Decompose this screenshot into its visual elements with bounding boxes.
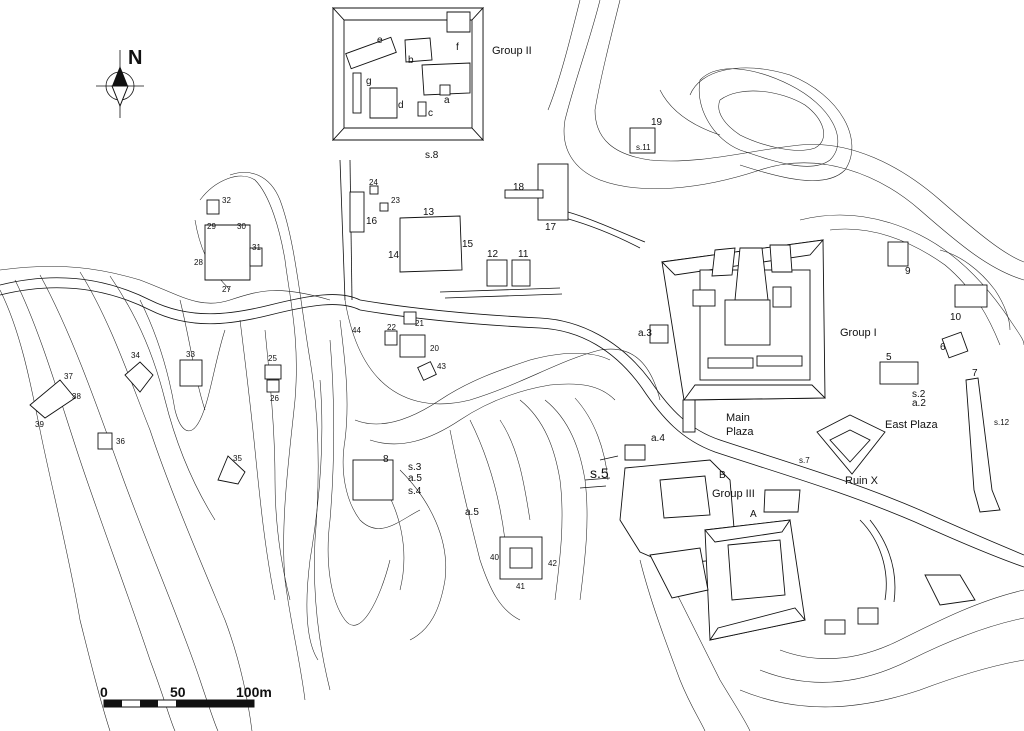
north-arrow: N bbox=[96, 47, 144, 118]
label-d: d bbox=[398, 100, 404, 111]
label-s2: s.2 bbox=[912, 389, 926, 400]
label-20: 20 bbox=[430, 344, 439, 353]
label-6: 6 bbox=[940, 342, 946, 353]
east-structures bbox=[824, 241, 1001, 635]
scale-0: 0 bbox=[100, 684, 108, 700]
label-40: 40 bbox=[490, 553, 499, 562]
label-A: A bbox=[750, 509, 757, 520]
group-iii bbox=[619, 444, 806, 641]
label-31: 31 bbox=[252, 243, 261, 252]
label-s3: s.3 bbox=[408, 462, 422, 473]
label-s7: s.7 bbox=[799, 456, 810, 465]
label-a5-lower: a.5 bbox=[465, 507, 479, 518]
label-43: 43 bbox=[437, 362, 446, 371]
main-plaza-label-1: Main bbox=[726, 412, 750, 424]
label-26: 26 bbox=[270, 394, 279, 403]
label-s11: s.11 bbox=[636, 143, 651, 152]
other-structures bbox=[29, 127, 669, 580]
east-plaza-label: East Plaza bbox=[885, 419, 938, 431]
label-s5: s.5 bbox=[590, 465, 609, 481]
label-12: 12 bbox=[487, 249, 499, 260]
label-25: 25 bbox=[268, 354, 277, 363]
label-a4: a.4 bbox=[651, 433, 665, 444]
ruin-x-label: Ruin X bbox=[845, 475, 879, 487]
north-label: N bbox=[128, 47, 142, 69]
group-ii-label: Group II bbox=[492, 45, 532, 57]
label-16: 16 bbox=[366, 216, 378, 227]
label-7: 7 bbox=[972, 368, 978, 379]
label-28: 28 bbox=[194, 258, 203, 267]
label-11: 11 bbox=[518, 249, 529, 260]
label-8: 8 bbox=[383, 454, 389, 465]
group-i-label: Group I bbox=[840, 327, 877, 339]
label-42: 42 bbox=[548, 559, 557, 568]
label-9: 9 bbox=[905, 266, 911, 277]
group-ii bbox=[331, 6, 485, 142]
area-labels: Group II Group I Group III Main Plaza Ea… bbox=[492, 45, 938, 500]
label-s8: s.8 bbox=[425, 150, 439, 161]
label-a5: a.5 bbox=[408, 473, 422, 484]
label-s12: s.12 bbox=[994, 418, 1010, 427]
label-5: 5 bbox=[886, 352, 892, 363]
label-13: 13 bbox=[423, 207, 435, 218]
roads bbox=[0, 159, 1024, 603]
label-17: 17 bbox=[545, 222, 557, 233]
label-e: e bbox=[377, 35, 383, 46]
label-21: 21 bbox=[415, 319, 424, 328]
label-B: B bbox=[719, 470, 726, 481]
label-30: 30 bbox=[237, 222, 246, 231]
label-41: 41 bbox=[516, 582, 525, 591]
label-18: 18 bbox=[513, 182, 525, 193]
label-s4: s.4 bbox=[408, 486, 422, 497]
label-f: f bbox=[456, 42, 459, 53]
scale-50: 50 bbox=[170, 684, 186, 700]
label-32: 32 bbox=[222, 196, 231, 205]
label-27: 27 bbox=[222, 285, 231, 294]
label-35: 35 bbox=[233, 454, 242, 463]
label-22: 22 bbox=[387, 323, 396, 332]
group-iii-label: Group III bbox=[712, 488, 755, 500]
label-b: b bbox=[408, 55, 414, 66]
label-38: 38 bbox=[72, 392, 81, 401]
label-23: 23 bbox=[391, 196, 400, 205]
label-15: 15 bbox=[462, 239, 474, 250]
label-29: 29 bbox=[207, 222, 216, 231]
label-36: 36 bbox=[116, 437, 125, 446]
label-34: 34 bbox=[131, 351, 140, 360]
label-a3: a.3 bbox=[638, 328, 652, 339]
main-plaza-label-2: Plaza bbox=[726, 426, 754, 438]
label-33: 33 bbox=[186, 350, 195, 359]
structure-labels: e b f g d a c 19 s.11 s.8 18 17 32 29 30… bbox=[35, 35, 1010, 591]
label-a: a bbox=[444, 95, 450, 106]
label-c: c bbox=[428, 108, 433, 119]
label-10: 10 bbox=[950, 312, 962, 323]
label-19: 19 bbox=[651, 117, 663, 128]
label-37: 37 bbox=[64, 372, 73, 381]
group-i bbox=[661, 239, 827, 433]
label-g: g bbox=[366, 76, 372, 87]
label-a2: a.2 bbox=[912, 398, 926, 409]
label-44: 44 bbox=[352, 326, 361, 335]
scale-100: 100m bbox=[236, 684, 272, 700]
ruin-x bbox=[816, 414, 886, 475]
label-14: 14 bbox=[388, 250, 400, 261]
label-24: 24 bbox=[369, 178, 378, 187]
scale-bar: 0 50 100m bbox=[100, 684, 272, 708]
label-39: 39 bbox=[35, 420, 44, 429]
